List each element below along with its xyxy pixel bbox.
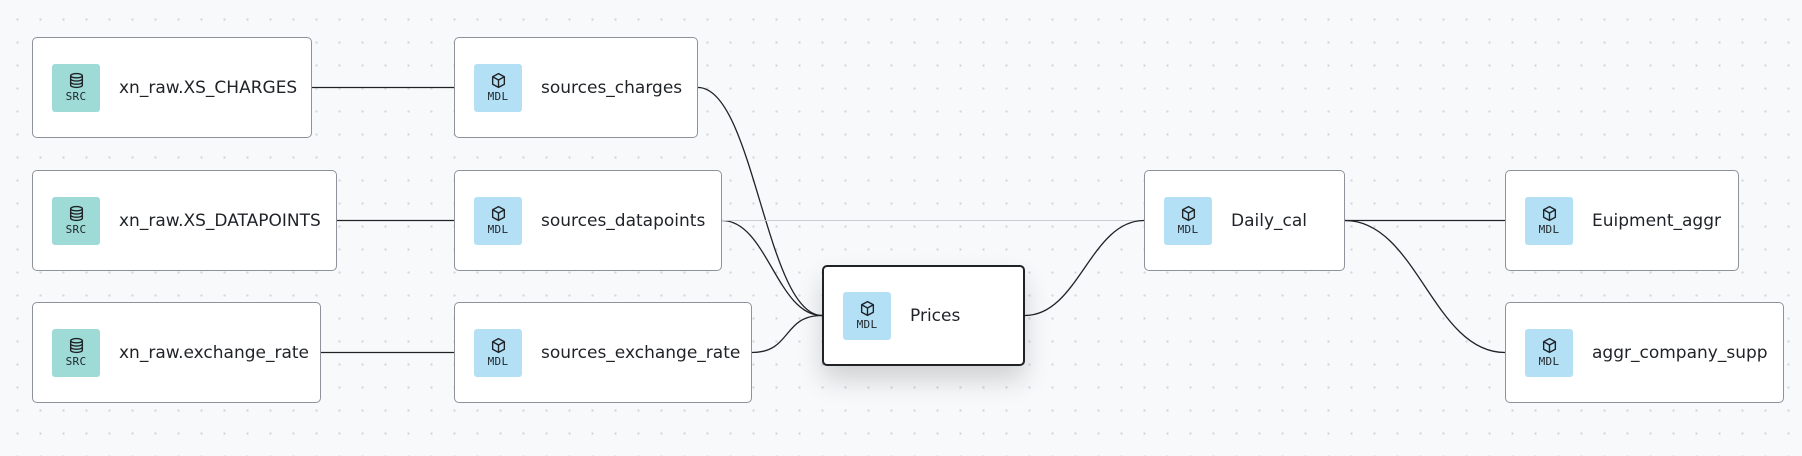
src-badge: SRC — [52, 328, 100, 377]
node-label: Euipment_aggr — [1592, 210, 1721, 231]
badge-type-label: MDL — [1538, 223, 1560, 236]
mdl-badge: MDL — [474, 196, 522, 245]
node-label: xn_raw.exchange_rate — [119, 342, 310, 363]
node-label: sources_datapoints — [541, 210, 706, 231]
node-sources-datapoints[interactable]: MDL sources_datapoints — [454, 170, 722, 271]
mdl-badge: MDL — [1525, 328, 1573, 377]
node-label: Daily_cal — [1231, 210, 1308, 231]
node-prices[interactable]: MDL Prices — [822, 265, 1025, 366]
database-icon — [69, 72, 83, 89]
node-aggr-company-supp[interactable]: MDL aggr_company_supp — [1505, 302, 1784, 403]
badge-type-label: MDL — [856, 318, 878, 331]
badge-type-label: SRC — [65, 90, 87, 103]
badge-type-label: MDL — [1177, 223, 1199, 236]
badge-type-label: MDL — [487, 355, 509, 368]
node-label: aggr_company_supp — [1592, 342, 1768, 363]
src-badge: SRC — [52, 63, 100, 112]
node-xn-raw-xs-charges[interactable]: SRC xn_raw.XS_CHARGES — [32, 37, 312, 138]
edge-mdl_exchange_rate-to-mdl_prices — [751, 314, 823, 354]
edge-mdl_prices-to-mdl_daily_cal — [1024, 219, 1145, 317]
mdl-badge: MDL — [474, 328, 522, 377]
mdl-badge: MDL — [1525, 196, 1573, 245]
node-label: sources_charges — [541, 77, 683, 98]
mdl-badge: MDL — [1164, 196, 1212, 245]
database-icon — [69, 205, 83, 222]
mdl-badge: MDL — [474, 63, 522, 112]
node-label: xn_raw.XS_DATAPOINTS — [119, 210, 321, 231]
badge-type-label: SRC — [65, 355, 87, 368]
cube-icon — [1181, 205, 1195, 222]
node-euipment-aggr[interactable]: MDL Euipment_aggr — [1505, 170, 1739, 271]
node-label: Prices — [910, 305, 961, 326]
cube-icon — [491, 72, 505, 89]
node-sources-exchange-rate[interactable]: MDL sources_exchange_rate — [454, 302, 752, 403]
database-icon — [69, 337, 83, 354]
badge-type-label: MDL — [1538, 355, 1560, 368]
mdl-badge: MDL — [843, 291, 891, 340]
cube-icon — [491, 205, 505, 222]
node-sources-charges[interactable]: MDL sources_charges — [454, 37, 698, 138]
node-xn-raw-exchange-rate[interactable]: SRC xn_raw.exchange_rate — [32, 302, 321, 403]
cube-icon — [491, 337, 505, 354]
cube-icon — [860, 300, 874, 317]
edge-mdl_datapoints-to-mdl_prices — [721, 219, 823, 317]
badge-type-label: MDL — [487, 90, 509, 103]
node-label: sources_exchange_rate — [541, 342, 741, 363]
node-label: xn_raw.XS_CHARGES — [119, 77, 298, 98]
node-daily-cal[interactable]: MDL Daily_cal — [1144, 170, 1345, 271]
cube-icon — [1542, 337, 1556, 354]
edge-mdl_daily_cal-to-mdl_company_supp — [1344, 219, 1506, 354]
edge-mdl_charges-to-mdl_prices — [697, 86, 823, 317]
cube-icon — [1542, 205, 1556, 222]
badge-type-label: SRC — [65, 223, 87, 236]
node-xn-raw-xs-datapoints[interactable]: SRC xn_raw.XS_DATAPOINTS — [32, 170, 337, 271]
badge-type-label: MDL — [487, 223, 509, 236]
src-badge: SRC — [52, 196, 100, 245]
